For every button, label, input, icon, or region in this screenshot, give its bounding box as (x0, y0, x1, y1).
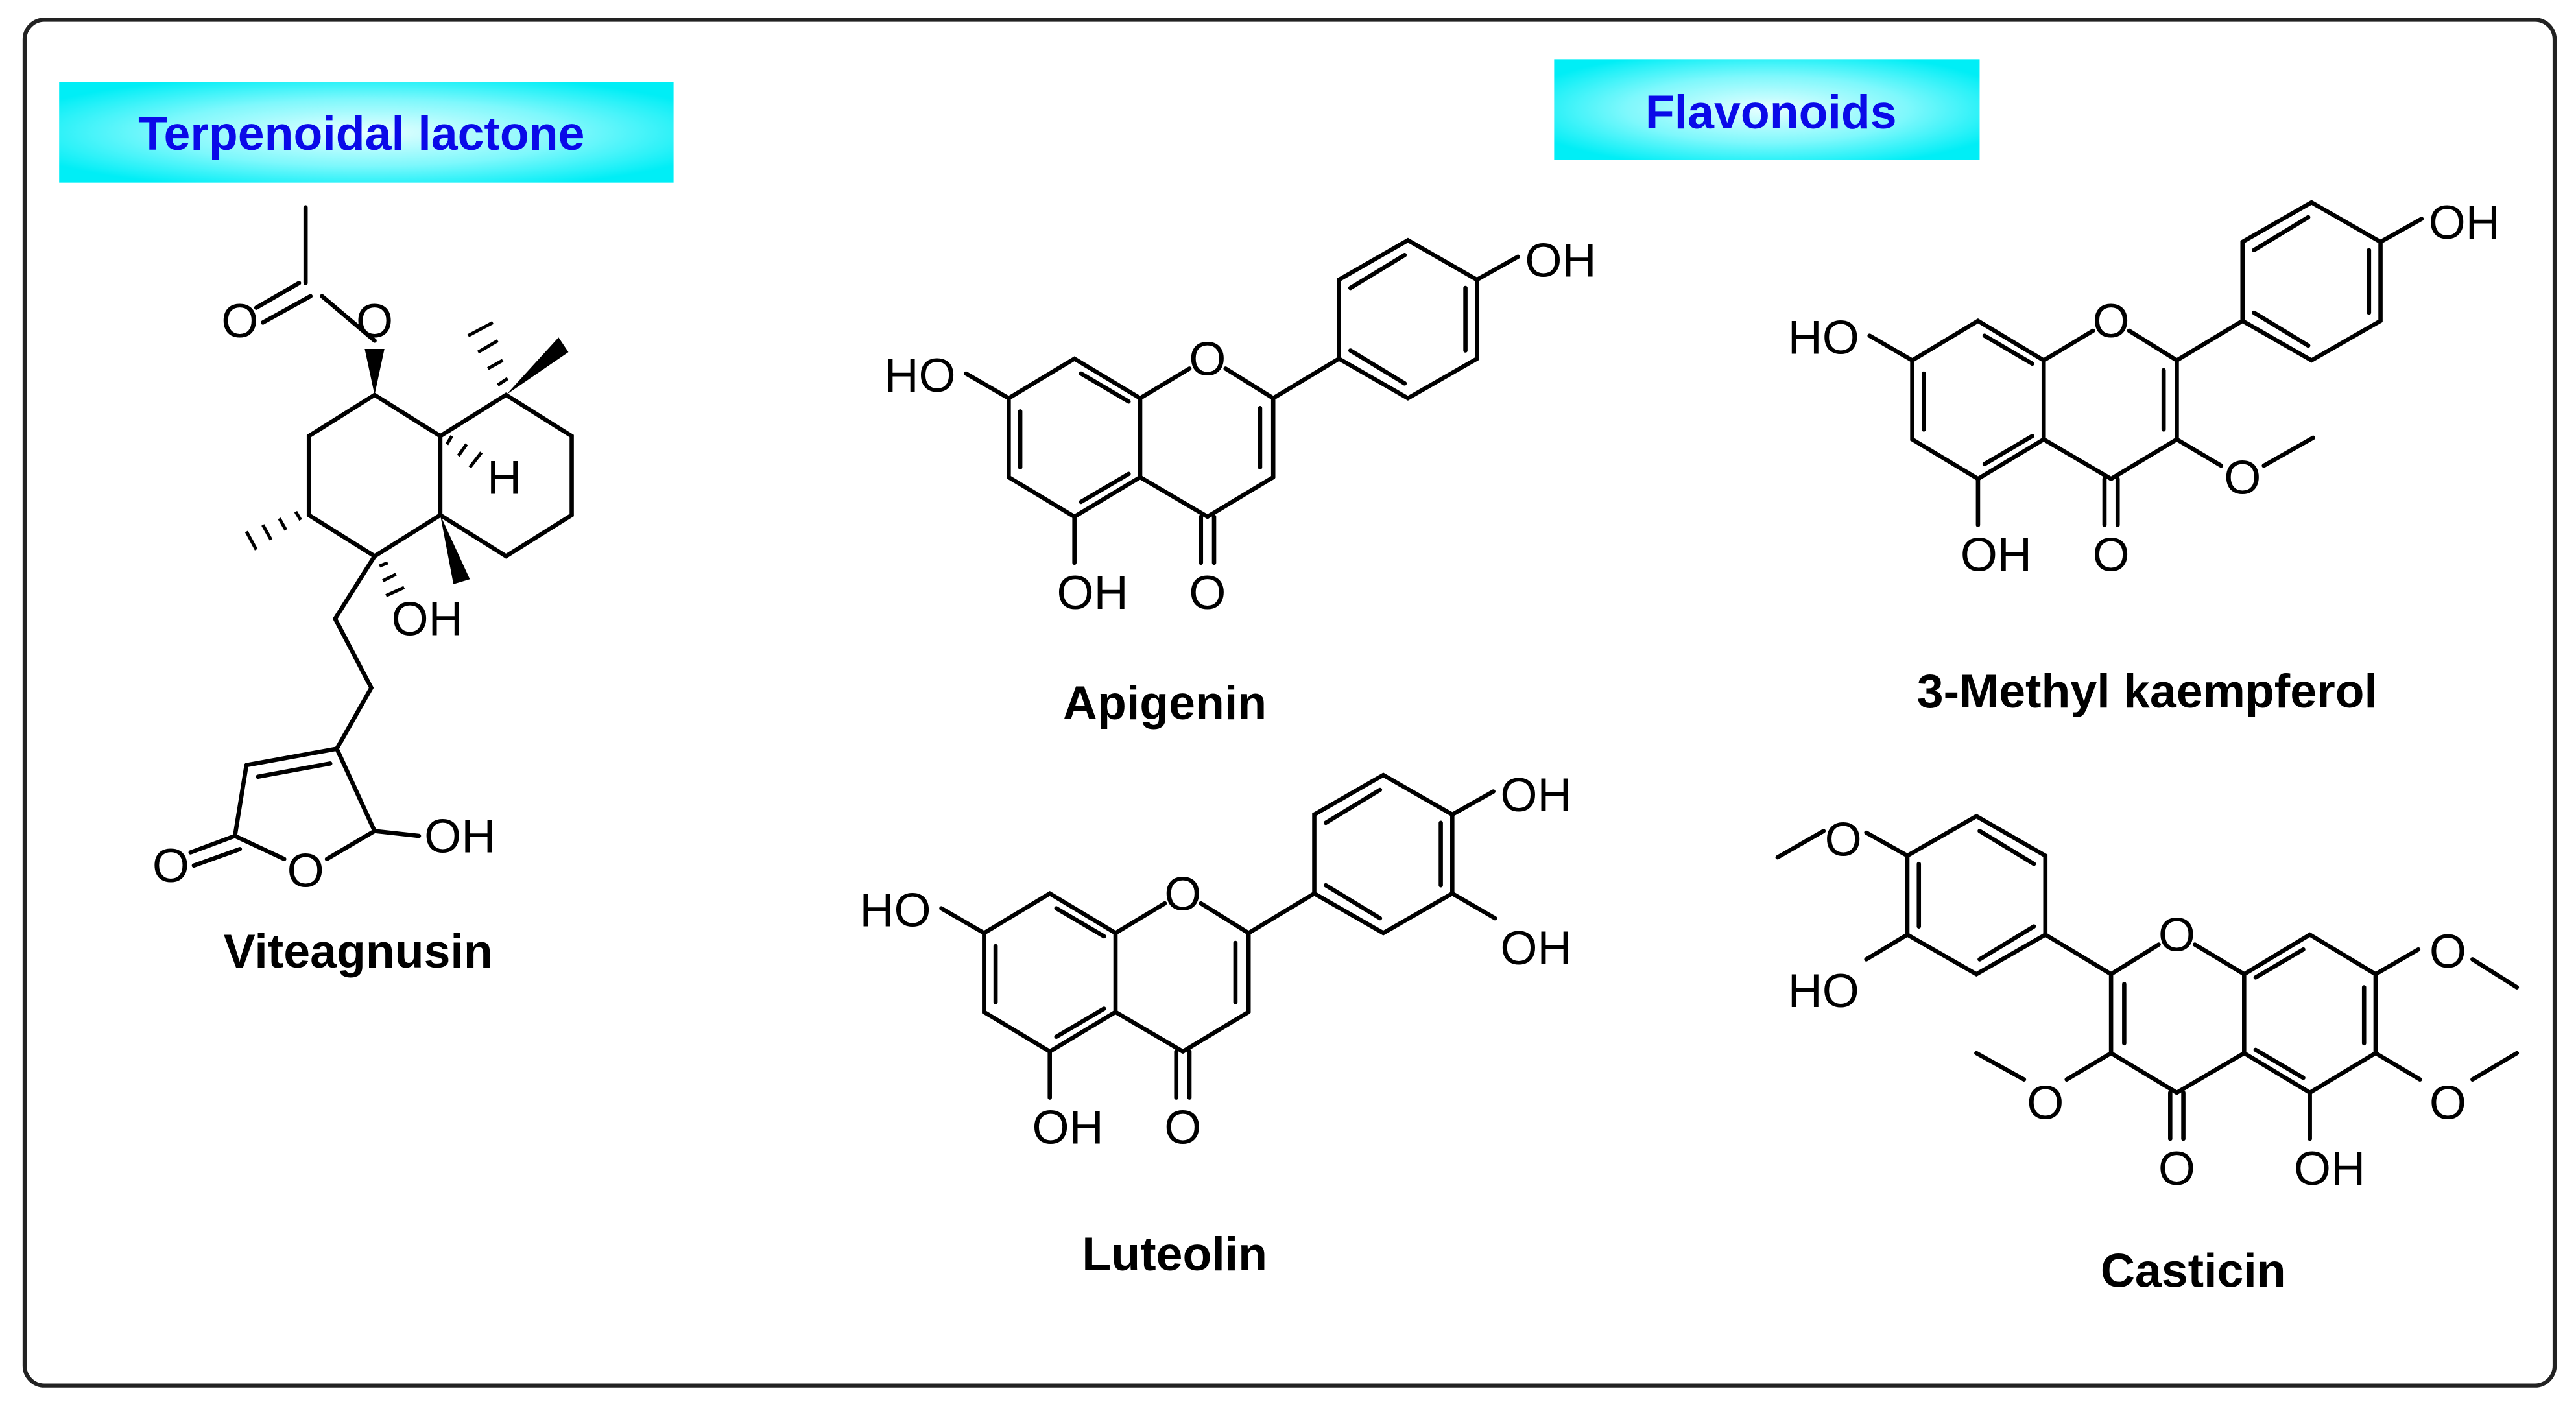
atom-label: O (1189, 332, 1226, 386)
atom-label: OH (1500, 768, 1571, 822)
atom-label: O (356, 294, 393, 348)
atom-label: O (152, 838, 189, 892)
atom-label: HO (1788, 964, 1859, 1017)
terpenoid-header-box (59, 82, 674, 183)
atom-label: O (1164, 866, 1201, 920)
atom-label: O (2093, 527, 2130, 581)
luteolin-structure: HO O OH O OH OH (859, 768, 1571, 1154)
compound-name-3-methyl-kaempferol: 3-Methyl kaempferol (1917, 664, 2378, 718)
atom-label: HO (884, 348, 955, 402)
atom-label: OH (1056, 565, 1128, 619)
atom-label: O (1189, 565, 1226, 619)
atom-label: OH (1525, 233, 1596, 287)
flavonoids-header: Flavonoids (1645, 85, 1897, 139)
atom-label: O (2027, 1075, 2064, 1129)
flavonoids-header-box (1554, 59, 1980, 160)
atom-label: OH (1032, 1100, 1103, 1154)
atom-label: O (2093, 294, 2130, 348)
frame (22, 18, 2557, 1388)
compound-name-luteolin: Luteolin (1082, 1227, 1267, 1281)
atom-label: OH (2429, 195, 2500, 249)
methyl-kaempferol-structure: HO O OH O OH O (1788, 195, 2500, 582)
atom-label: H (487, 450, 521, 504)
atom-label: O (2429, 1075, 2466, 1129)
atom-label: OH (2294, 1141, 2365, 1195)
atom-label: OH (1500, 921, 1571, 975)
casticin-structure: O HO O O O O O OH (1775, 812, 2520, 1195)
compound-name-casticin: Casticin (2101, 1243, 2286, 1297)
atom-label: O (2158, 1141, 2195, 1195)
apigenin-structure: HO O OH O OH (884, 233, 1596, 619)
terpenoid-header: Terpenoidal lactone (138, 106, 584, 160)
atom-label: HO (1788, 311, 1859, 364)
atom-label: O (221, 294, 258, 348)
atom-label: O (2224, 450, 2261, 504)
viteagnusin-structure: O O H OH O O OH (152, 205, 574, 897)
atom-label: OH (392, 591, 463, 645)
atom-label: OH (1961, 527, 2032, 581)
atom-label: O (2158, 908, 2195, 962)
compound-name-apigenin: Apigenin (1063, 676, 1267, 730)
atom-label: O (1164, 1100, 1201, 1154)
compound-name-viteagnusin: Viteagnusin (224, 924, 493, 978)
atom-label: OH (424, 809, 495, 862)
atom-label: HO (859, 883, 931, 937)
atom-label: O (1825, 812, 1862, 866)
atom-label: O (2429, 924, 2466, 978)
atom-label: O (287, 844, 324, 897)
